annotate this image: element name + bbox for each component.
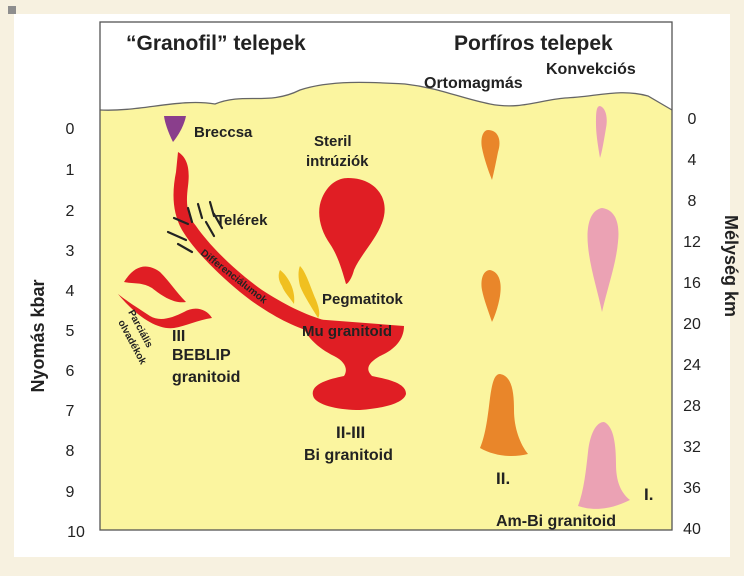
left-tick-3: 3 (66, 243, 75, 260)
left-axis-label: Nyomás kbar (28, 279, 48, 392)
label-telerek: Telérek (216, 212, 268, 229)
label-roman-ii: II. (496, 469, 510, 488)
right-axis-label: Mélység km (721, 215, 741, 317)
right-tick-0: 0 (688, 111, 697, 128)
right-tick-5: 20 (683, 316, 701, 333)
right-tick-6: 24 (683, 357, 701, 374)
label-mu-granitoid: Mu granitoid (302, 323, 392, 340)
label-roman-i: I. (644, 485, 653, 504)
right-tick-4: 16 (683, 275, 701, 292)
left-tick-0: 0 (66, 121, 75, 138)
right-tick-1: 4 (688, 152, 697, 169)
label-breccsa: Breccsa (194, 124, 253, 141)
label-am-bi-granitoid: Am-Bi granitoid (496, 513, 616, 530)
heading-granofil: “Granofil” telepek (126, 32, 306, 55)
left-tick-5: 5 (66, 323, 75, 340)
label-roman-iii: III (172, 328, 185, 345)
left-tick-2: 2 (66, 203, 75, 220)
right-tick-7: 28 (683, 398, 701, 415)
left-tick-9: 9 (66, 484, 75, 501)
label-beblip: BEBLIP (172, 347, 231, 364)
left-tick-4: 4 (66, 283, 75, 300)
label-bi-granitoid: Bi granitoid (304, 447, 393, 464)
right-tick-9: 36 (683, 480, 701, 497)
left-tick-8: 8 (66, 443, 75, 460)
heading-konvekcios: Konvekciós (546, 61, 636, 78)
label-steril-1: Steril (314, 133, 352, 150)
left-tick-10: 10 (67, 524, 85, 541)
label-pegmatitok: Pegmatitok (322, 291, 404, 308)
right-tick-3: 12 (683, 234, 701, 251)
right-tick-10: 40 (683, 521, 701, 538)
heading-ortomagmas: Ortomagmás (424, 75, 523, 92)
heading-porfiros: Porfíros telepek (454, 32, 613, 55)
left-tick-7: 7 (66, 403, 75, 420)
corner-marker (8, 6, 16, 14)
right-tick-8: 32 (683, 439, 701, 456)
label-beblip-granitoid: granitoid (172, 369, 240, 386)
left-tick-1: 1 (66, 162, 75, 179)
left-tick-6: 6 (66, 363, 75, 380)
label-steril-2: intrúziók (306, 153, 369, 170)
label-roman-ii-iii: II-III (336, 423, 365, 442)
right-tick-2: 8 (688, 193, 697, 210)
